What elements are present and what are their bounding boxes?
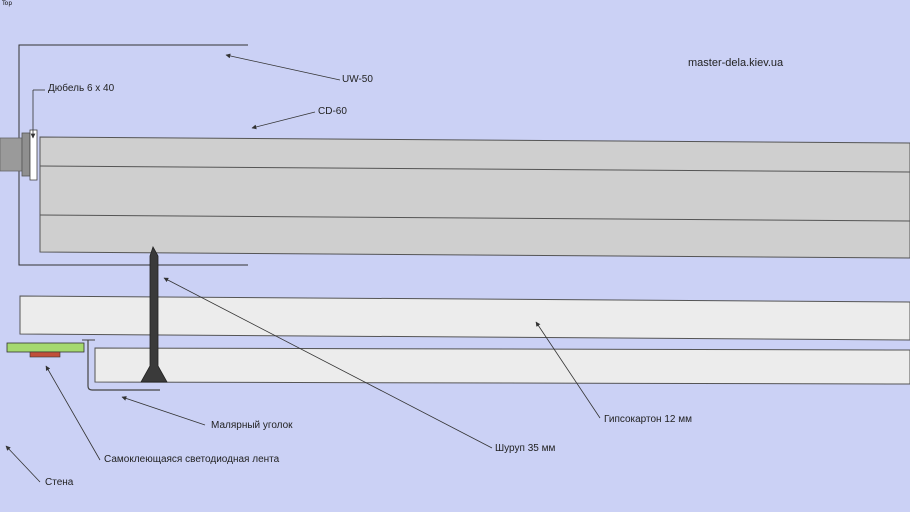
cd60-profile <box>39 136 910 259</box>
label-cd60: CD-60 <box>318 106 347 117</box>
leader-drywall <box>535 321 601 419</box>
leader-wall <box>5 445 41 483</box>
cd60-inner-line-top <box>39 165 910 173</box>
leader-uw50 <box>225 53 341 81</box>
leader-cd60 <box>251 111 316 130</box>
screw <box>140 246 168 383</box>
label-led: Самоклеющаяся светодиодная лента <box>104 454 280 465</box>
leader-screw <box>163 277 493 449</box>
cd60-inner-line-bottom <box>39 214 910 222</box>
painting-corner <box>87 340 160 391</box>
label-screw: Шуруп 35 мм <box>495 443 556 454</box>
view-label: Top <box>2 0 13 7</box>
label-corner: Малярный уголок <box>211 420 293 431</box>
leader-led <box>45 365 101 461</box>
drywall-sheet-lower <box>94 347 910 385</box>
drywall-sheet-upper <box>19 295 910 341</box>
dowel-washer <box>29 129 38 181</box>
label-uw50: UW-50 <box>342 74 373 85</box>
dowel-head <box>21 132 31 177</box>
label-wall: Стена <box>45 477 74 488</box>
led-strip <box>6 342 85 353</box>
led-strip-base <box>29 351 61 358</box>
label-dowel: Дюбель 6 х 40 <box>48 83 115 94</box>
watermark-text: master-dela.kiev.ua <box>688 57 784 69</box>
dowel-body <box>0 137 23 172</box>
leader-corner <box>121 396 206 426</box>
label-drywall: Гипсокартон 12 мм <box>604 414 693 425</box>
